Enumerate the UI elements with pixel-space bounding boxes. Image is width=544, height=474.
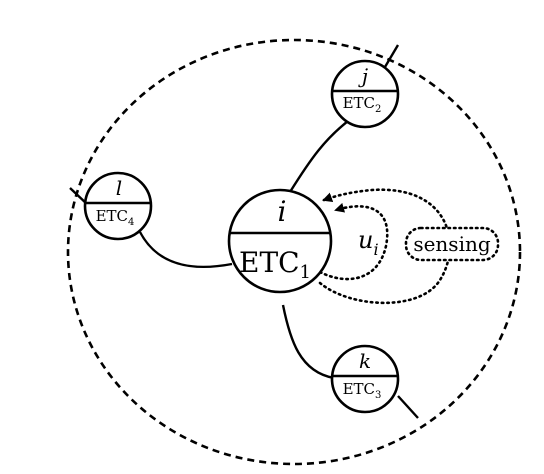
node-j-circle <box>330 59 400 129</box>
node-j-top: j <box>358 64 368 88</box>
node-j-bottom-main: ETC <box>343 94 375 112</box>
node-i-bottom: ETC1 <box>239 246 311 283</box>
node-l-bottom-sub: 4 <box>128 217 134 228</box>
node-k-bottom-main: ETC <box>343 380 375 398</box>
node-k: k ETC3 <box>330 344 400 414</box>
control-label-sub: i <box>373 240 378 259</box>
control-loop <box>318 202 389 281</box>
edge-i-j <box>288 117 353 193</box>
node-i-bottom-main: ETC <box>239 246 300 279</box>
node-i: i ETC1 <box>227 188 333 294</box>
node-j: j ETC2 <box>330 59 400 129</box>
sensing-box <box>404 226 500 262</box>
node-l-bottom-main: ETC <box>96 207 128 225</box>
control-label-main: u <box>358 226 373 254</box>
node-k-bottom-sub: 3 <box>375 390 381 401</box>
node-k-circle <box>330 344 400 414</box>
neighborhood-boundary-ellipse <box>66 38 522 466</box>
edge-i-k <box>281 304 335 380</box>
node-l: l ETC4 <box>83 171 153 241</box>
node-k-bottom: ETC3 <box>343 380 382 401</box>
node-i-circle <box>227 188 333 294</box>
node-j-bottom-sub: 2 <box>375 104 381 115</box>
node-k-top: k <box>359 349 371 373</box>
edge-i-l <box>138 231 233 269</box>
node-i-top: i <box>278 195 287 228</box>
node-l-bottom: ETC4 <box>96 207 135 228</box>
control-label: ui <box>358 226 379 259</box>
node-j-bottom: ETC2 <box>343 94 382 115</box>
node-i-bottom-sub: 1 <box>300 262 311 283</box>
node-l-top: l <box>116 176 122 200</box>
node-l-circle <box>83 171 153 241</box>
edge-k-outside <box>397 395 419 419</box>
sensing-label: sensing <box>413 232 491 256</box>
